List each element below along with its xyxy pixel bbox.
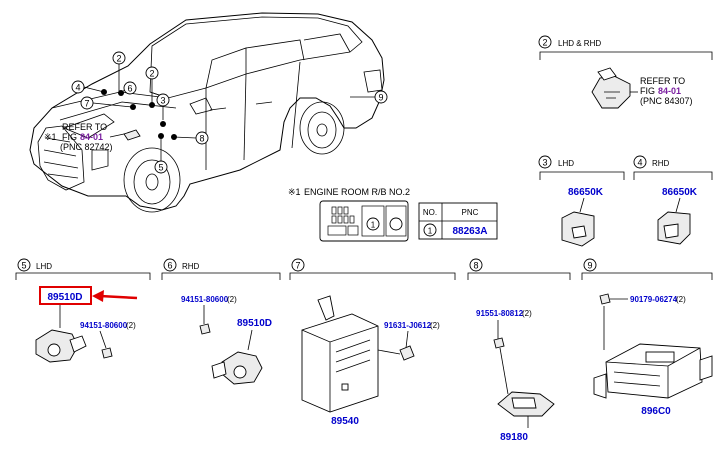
callout-9: 9 [378,93,383,103]
section-4-num: 4 [637,158,642,168]
part-link-89510d-lhd[interactable]: 89510D [47,292,82,303]
table-row-no: 1 [428,227,433,236]
left-refer-note: REFER TO ※1 FIG 84-01 (PNC 82742) [44,122,125,152]
callout-7: 7 [84,99,89,109]
section-2-label: LHD & RHD [558,39,601,48]
part-link-94151-80600-lhd[interactable]: 94151-80600 [80,321,128,330]
section-5-label: LHD [36,262,52,271]
part-link-89540[interactable]: 89540 [331,416,359,427]
svg-text:1: 1 [371,221,376,230]
part-link-91551-80812[interactable]: 91551-80812 [476,309,524,318]
section-6-label: RHD [182,262,200,271]
section-8-num: 8 [473,261,478,271]
callout-2b: 2 [149,69,154,79]
fig-link-84-01-left[interactable]: 84-01 [80,132,103,142]
callout-4: 4 [75,83,80,93]
part-link-91631-j0612[interactable]: 91631-J0612 [384,321,432,330]
section-9: 9 90179-06274 (2) 896C0 [581,258,713,417]
part-link-89180[interactable]: 89180 [500,432,528,443]
part-link-86650k-lhd[interactable]: 86650K [568,187,604,198]
vehicle-illustration [29,12,385,213]
callout-2a: 2 [116,54,121,64]
section-3-label: LHD [558,159,574,168]
note-title: ENGINE ROOM R/B NO.2 [304,187,410,197]
note-mark: ※1 [288,187,301,197]
section-5: 5 LHD 89510D 94151-80600 (2) [15,258,151,363]
fig-link-84-01-right[interactable]: 84-01 [658,86,681,96]
highlight-box [39,286,92,305]
section-2-pnc: (PNC 84307) [640,96,693,106]
refer-fig-prefix: FIG [62,132,77,142]
section-8-qty: (2) [522,309,532,318]
section-3-num: 3 [542,158,547,168]
highlight-arrow [92,290,138,302]
section-2-fig-prefix: FIG [640,86,655,96]
section-7-num: 7 [295,261,300,271]
table-header-no: NO. [423,208,437,217]
section-9-num: 9 [587,261,592,271]
section-6: 6 RHD 94151-80600 (2) 89510D [161,258,281,385]
section-6-num: 6 [167,261,172,271]
callout-5: 5 [158,163,163,173]
callout-6: 6 [127,84,132,94]
refer-pnc: (PNC 82742) [60,142,113,152]
callout-8: 8 [199,134,204,144]
part-link-86650k-rhd[interactable]: 86650K [662,187,698,198]
section-2-num: 2 [542,38,547,48]
section-9-qty: (2) [676,295,686,304]
refer-to-label: REFER TO [62,122,107,132]
section-8: 8 91551-80812 (2) 89180 [467,258,571,443]
section-7: 7 91631-J0612 (2) 89540 [289,258,456,427]
callout-3: 3 [160,96,165,106]
vehicle-callout-leaders [83,63,375,161]
table-header-pnc: PNC [462,208,479,217]
part-link-88263a[interactable]: 88263A [452,226,487,237]
section-5-qty: (2) [126,321,136,330]
part-link-896c0[interactable]: 896C0 [641,406,671,417]
section-5-num: 5 [21,261,26,271]
section-4-label: RHD [652,159,670,168]
part-link-90179-06274[interactable]: 90179-06274 [630,295,678,304]
vehicle-callouts: 2 4 6 2 3 7 8 5 9 [71,51,388,174]
refer-mark: ※1 [44,132,57,142]
part-link-94151-80600-rhd[interactable]: 94151-80600 [181,295,229,304]
section-2: 2 LHD & RHD REFER TO FIG 84-01 (PNC 8430… [538,35,713,109]
section-6-qty: (2) [227,295,237,304]
part-link-89510d-rhd[interactable]: 89510D [237,318,272,329]
section-7-qty: (2) [430,321,440,330]
section-4: 4 RHD 86650K [633,155,713,245]
section-3: 3 LHD 86650K [538,155,625,247]
section-2-refer: REFER TO [640,76,685,86]
engine-room-note: ※1 ENGINE ROOM R/B NO.2 1 NO. PNC 1 8826… [288,187,498,242]
